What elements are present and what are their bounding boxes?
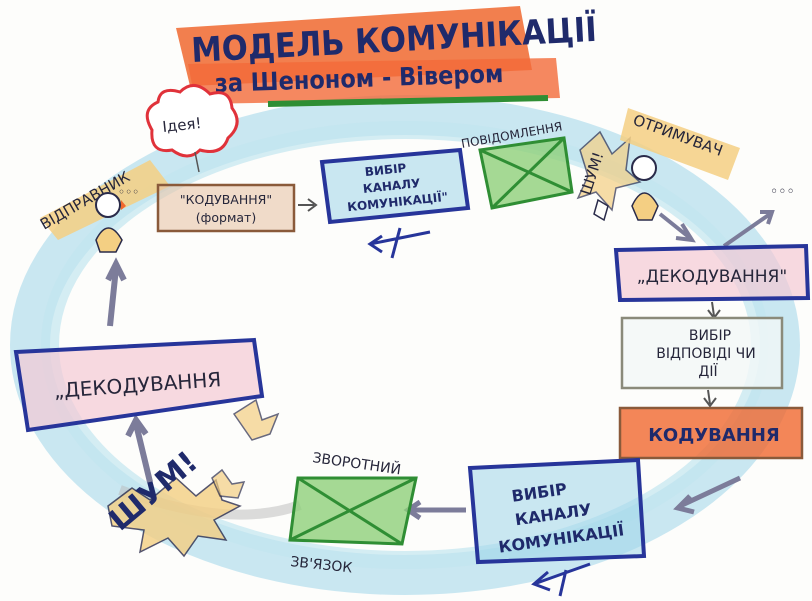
feedback-envelope-icon [288, 476, 418, 546]
channel-top-line-1: ВИБІР [364, 161, 407, 179]
receiver-arrow [658, 212, 696, 243]
noise-bottom-burst-icon [232, 398, 280, 441]
encoding-right-label: КОДУВАННЯ [648, 425, 780, 446]
decoding-right-box: „ДЕКОДУВАННЯ" [613, 243, 811, 303]
encoding-top-label: "КОДУВАННЯ" [180, 192, 272, 207]
feedback-to-decoding-arrow [125, 414, 153, 483]
idea-label: Ідея! [162, 114, 203, 136]
sender-figure-icon [95, 192, 126, 253]
encoding-top-sublabel: (формат) [196, 210, 256, 225]
encoding-to-channel-bottom-arrow [673, 475, 742, 515]
noise-bottom-burst-icon-2 [211, 468, 246, 499]
decoding-to-response-arrow [707, 301, 721, 320]
idea-cloud: Ідея! [145, 84, 239, 173]
response-line-2: ВІДПОВІДІ ЧИ [656, 346, 756, 362]
envelope-icon [478, 136, 574, 210]
channel-top-arrow [367, 227, 431, 259]
encoding-right-box: КОДУВАННЯ [618, 406, 804, 460]
feedback-top-label: ЗВОРОТНИЙ [311, 448, 402, 478]
feedback-bottom-label: ЗВ'ЯЗОК [290, 554, 353, 576]
title-block: МОДЕЛЬ КОМУНІКАЦІЇ за Шеноном - Вівером [176, 6, 598, 107]
channel-top-line-2: КАНАЛУ [362, 176, 421, 196]
channel-top-box: ВИБІР КАНАЛУ КОМУНІКАЦІЇ" [319, 147, 471, 259]
response-line-1: ВИБІР [689, 328, 731, 344]
encoding-top-box: "КОДУВАННЯ" (формат) [156, 183, 296, 233]
receiver-out-arrow [722, 210, 775, 248]
noise-top-burst-icon [593, 198, 609, 222]
idea-pointer-arrow [194, 151, 200, 173]
encoding-to-channel-arrow [298, 198, 318, 212]
receiver-figure-icon [631, 155, 659, 221]
response-box: ВИБІР ВІДПОВІДІ ЧИ ДІЇ [620, 316, 784, 390]
channel-to-feedback-arrow [403, 499, 466, 521]
channel-bottom-arrow [531, 562, 591, 597]
channel-bottom-box: ВИБІР КАНАЛУ КОМУНІКАЦІЇ [467, 457, 647, 597]
noise-top: ШУМ! [576, 130, 642, 222]
receiver-dots: ◦◦◦ [770, 184, 795, 200]
response-to-encoding-arrow [703, 389, 717, 408]
decoding-left-box: „ДЕКОДУВАННЯ [13, 337, 265, 433]
sender-dots: ◦◦◦ [118, 185, 139, 199]
response-line-3: ДІЇ [698, 362, 718, 380]
decoding-right-label: „ДЕКОДУВАННЯ" [637, 267, 787, 287]
decoding-to-sender-arrow [105, 257, 127, 327]
